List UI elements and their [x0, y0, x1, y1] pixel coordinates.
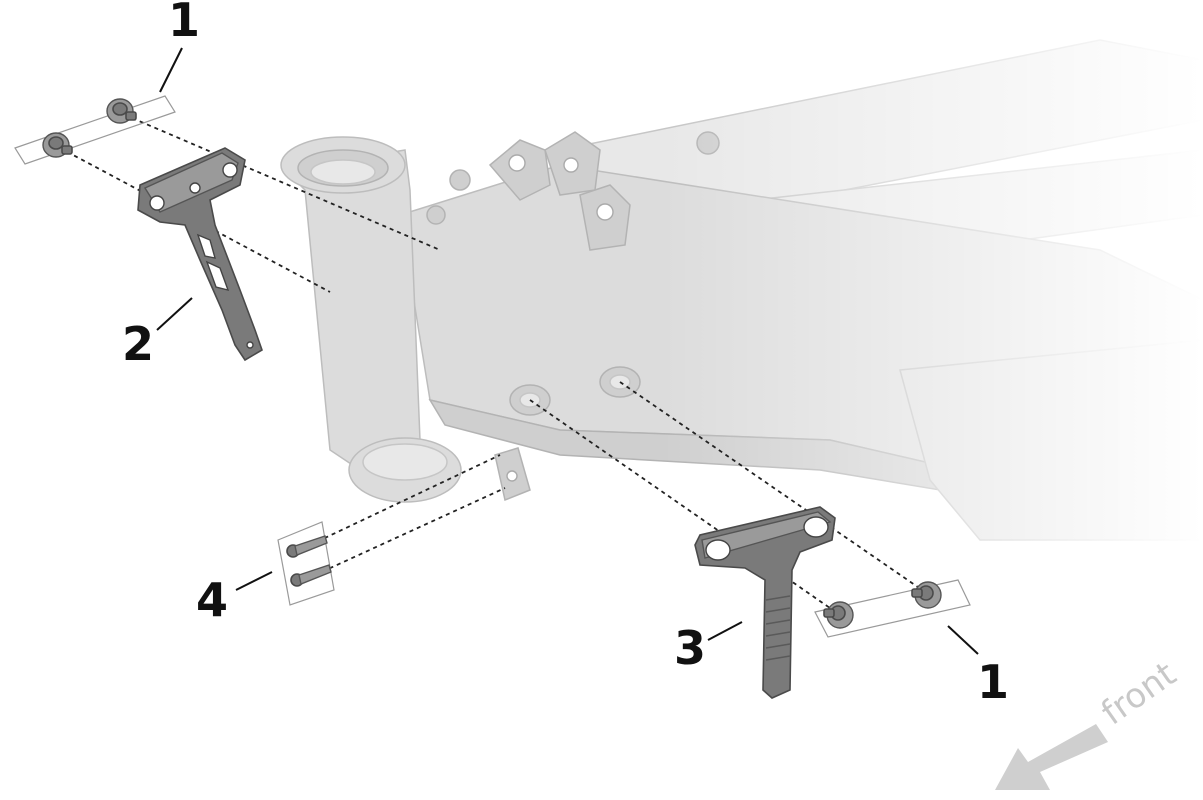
part-1-bottom-group-box	[814, 579, 971, 638]
bracket-hole	[149, 195, 165, 211]
callout-2: 2	[122, 317, 154, 371]
front-arrow-icon	[995, 724, 1108, 790]
bracket-hole	[803, 516, 829, 538]
part-1-bottom-bolts	[814, 579, 971, 638]
part-4-group-box	[277, 521, 335, 606]
part-2-bracket	[137, 147, 263, 362]
screw-icon	[290, 564, 332, 587]
part-1-top-bolts	[14, 95, 176, 165]
callout-4: 4	[196, 573, 228, 627]
bracket-hole	[222, 162, 238, 178]
part-4-bolts	[277, 521, 335, 606]
bolt-icon	[42, 132, 73, 158]
part-3-bracket	[694, 506, 836, 699]
leader-lines	[156, 47, 979, 655]
callout-1-top: 1	[168, 0, 200, 47]
screw-icon	[286, 535, 328, 558]
grip-ribs	[765, 595, 791, 661]
bracket-hole	[705, 539, 731, 561]
bolt-icon	[911, 581, 942, 609]
callout-3: 3	[674, 621, 706, 675]
bolt-icon	[823, 601, 854, 629]
callout-1-bottom: 1	[977, 655, 1009, 709]
bolt-icon	[106, 98, 137, 124]
